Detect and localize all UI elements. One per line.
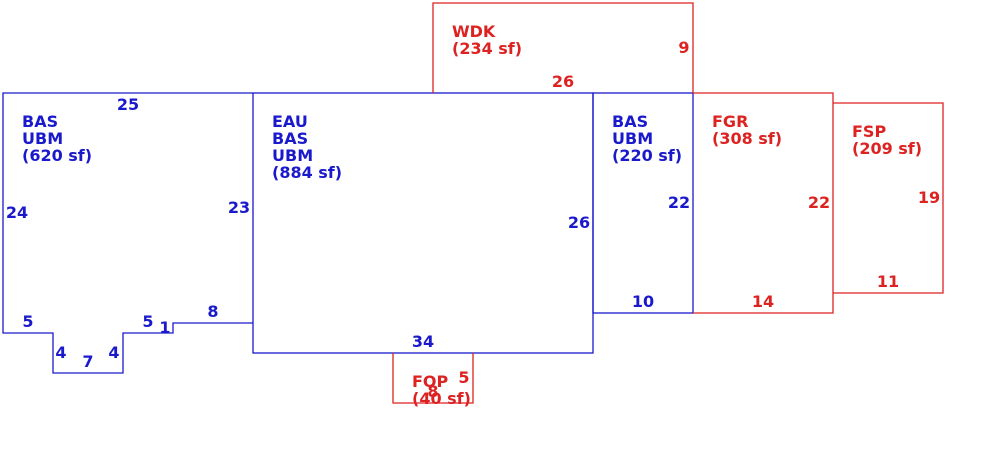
dim-eau-bottom: 34 [412, 332, 434, 351]
fgr-code: FGR [712, 112, 748, 131]
bas-right-area: (220 sf) [612, 146, 682, 165]
dim-bas-left-bottom-mid: 5 [142, 312, 153, 331]
dim-bas-left-bottom-right: 8 [207, 302, 218, 321]
dim-wdk-right: 9 [678, 38, 689, 57]
wdk-outline [432, 2, 694, 93]
dim-fop-right: 5 [458, 368, 469, 387]
fgr-area: (308 sf) [712, 129, 782, 148]
bas-right-subcode: UBM [612, 129, 653, 148]
fsp-code: FSP [852, 122, 886, 141]
fsp-outline [833, 102, 944, 294]
dim-notch-right: 4 [108, 343, 119, 362]
dim-bas-right-bottom: 10 [632, 292, 654, 311]
wdk-code: WDK [452, 22, 496, 41]
bas-right-code: BAS [612, 112, 648, 131]
dim-bas-right-right: 22 [668, 193, 690, 212]
fop-outline [392, 353, 474, 404]
bas-left-code: BAS [22, 112, 58, 131]
eau-area: (884 sf) [272, 163, 342, 182]
dim-eau-right: 26 [568, 213, 590, 232]
dim-bas-left-step: 1 [159, 318, 170, 337]
eau-code: EAU [272, 112, 308, 131]
fgr-outline [693, 92, 834, 314]
dim-bas-left-left: 24 [6, 203, 28, 222]
eau-subcode-1: BAS [272, 129, 308, 148]
dim-wdk-bottom: 26 [552, 72, 574, 91]
dim-fsp-bottom: 11 [877, 272, 899, 291]
dim-notch-bottom: 7 [82, 352, 93, 371]
bas-right-outline [592, 92, 694, 314]
dim-fsp-right: 19 [918, 188, 940, 207]
fop-code: FOP [412, 372, 449, 391]
dim-fgr-bottom: 14 [752, 292, 774, 311]
dim-bas-left-right: 23 [228, 198, 250, 217]
dim-notch-left: 4 [55, 343, 66, 362]
bas-left-subcode: UBM [22, 129, 63, 148]
dim-bas-left-top: 25 [117, 95, 139, 114]
fsp-area: (209 sf) [852, 139, 922, 158]
wdk-area: (234 sf) [452, 39, 522, 58]
bas-left-outline [2, 92, 253, 374]
dim-fop-bottom: 8 [427, 382, 438, 401]
bas-left-area: (620 sf) [22, 146, 92, 165]
eau-subcode-2: UBM [272, 146, 313, 165]
dim-bas-left-bottom-left: 5 [22, 312, 33, 331]
dim-fgr-right: 22 [808, 193, 830, 212]
fop-area: (40 sf) [412, 389, 471, 408]
